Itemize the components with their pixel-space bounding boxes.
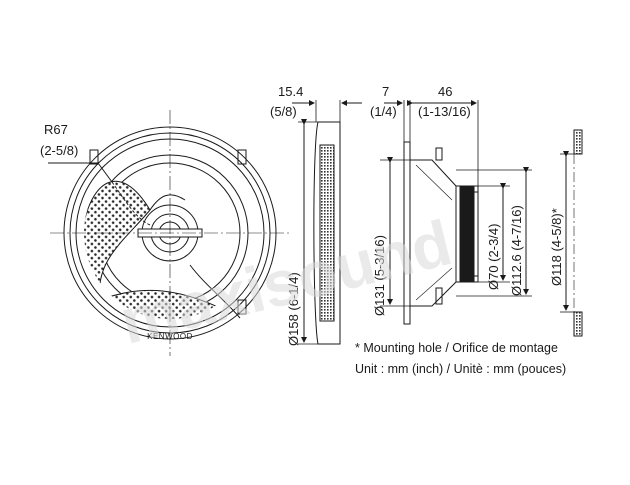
bridge-arm bbox=[149, 194, 186, 211]
magnet-plate bbox=[473, 191, 479, 277]
radius-imperial: (2-5/8) bbox=[40, 143, 78, 158]
radius-arc bbox=[111, 181, 151, 226]
mounting-hole-note: * Mounting hole / Orifice de montage bbox=[355, 341, 558, 355]
basket-spoke-2 bbox=[415, 267, 453, 301]
mount-tab-bottom bbox=[237, 299, 247, 315]
cutout-view bbox=[560, 129, 583, 337]
mount-tab-left bbox=[89, 149, 99, 165]
grille-depth-imperial: (5/8) bbox=[270, 104, 297, 119]
magnet bbox=[459, 185, 475, 283]
flange-thickness-value: 7 bbox=[382, 84, 389, 99]
panel-bottom bbox=[573, 311, 583, 337]
terminal-bottom bbox=[435, 287, 443, 305]
outer-diameter-label: Ø158 (6-1/4) bbox=[286, 272, 301, 346]
bridge-arm-lower bbox=[189, 264, 241, 319]
panel-top bbox=[573, 129, 583, 155]
grille-depth-value: 15.4 bbox=[278, 84, 303, 99]
mounting-depth-value: 46 bbox=[438, 84, 452, 99]
grille-mesh-side bbox=[319, 144, 335, 322]
mounting-depth-imperial: (1-13/16) bbox=[418, 104, 471, 119]
brand-label: KENWOOD bbox=[147, 332, 193, 341]
radius-leader bbox=[97, 162, 113, 183]
mount-tab-top bbox=[237, 149, 247, 165]
units-note: Unit : mm (inch) / Unitè : mm (pouces) bbox=[355, 362, 566, 376]
side-view-speaker bbox=[380, 100, 532, 325]
basket-diameter-label: Ø112.6 (4-7/16) bbox=[509, 205, 524, 296]
radius-value: R67 bbox=[44, 122, 68, 137]
side-view-grille bbox=[292, 100, 362, 345]
frame-diameter-label: Ø131 (5-3/16) bbox=[372, 235, 387, 316]
basket-spoke-1 bbox=[415, 164, 453, 201]
flange-thickness-imperial: (1/4) bbox=[370, 104, 397, 119]
cutout-diameter-label: Ø118 (4-5/8)* bbox=[549, 208, 564, 286]
terminal-top bbox=[435, 147, 443, 161]
magnet-diameter-label: Ø70 (2-3/4) bbox=[486, 224, 501, 290]
